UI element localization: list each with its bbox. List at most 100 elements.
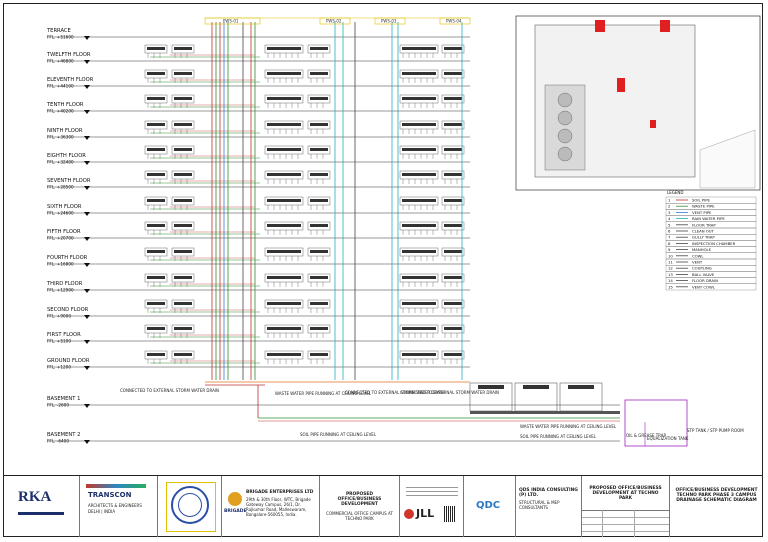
fixture-block [171, 299, 195, 309]
fixture-block [264, 196, 304, 206]
fixture-label-bar [402, 276, 436, 279]
legend-code: 2 [668, 204, 671, 209]
fixture-block [307, 221, 331, 231]
fixture-block [264, 273, 304, 283]
legend-label: COUPLING [692, 266, 712, 271]
fixture-block [307, 299, 331, 309]
legend-code: 1 [668, 198, 671, 203]
floor-name: SEVENTH FLOOR [47, 178, 91, 184]
fixture-label-bar [402, 72, 436, 75]
fixture-block [441, 350, 465, 360]
fixture-label-bar [267, 123, 301, 126]
floor-name: GROUND FLOOR [47, 358, 90, 364]
legend-code: 11 [668, 260, 673, 265]
fixture-label-bar [444, 199, 462, 202]
floor-level: FFL. -6400 [47, 439, 69, 444]
fixture-block [441, 44, 465, 54]
fixture-block [144, 94, 168, 104]
fixture-label-bar [310, 148, 328, 151]
seal-cell [158, 476, 222, 537]
floor-name: TENTH FLOOR [46, 102, 84, 108]
fixture-label-bar [402, 353, 436, 356]
fixture-block [171, 247, 195, 257]
legend-code: 10 [668, 253, 673, 258]
client-address: 29th & 30th Floor, WTC, Brigade Gateway … [246, 497, 311, 517]
fixture-label-bar [310, 224, 328, 227]
fixture-block [441, 247, 465, 257]
fixture-block [144, 350, 168, 360]
note-soil-pipe-2: SOIL PIPE RUNNING AT CEILING LEVEL [520, 434, 597, 439]
fixture-label-bar [310, 327, 328, 330]
floor-level: FFL. +20700 [47, 236, 74, 241]
project-title: PROPOSED OFFICE/BUSINESS DEVELOPMENT [337, 492, 382, 507]
drawing-name-cell: OFFICE/BUSINESS DEVELOPMENT TECHNO PARK … [670, 476, 763, 537]
fixture-block [264, 94, 304, 104]
fixture-block [399, 145, 439, 155]
legend-row [665, 283, 757, 291]
fixture-block [171, 273, 195, 283]
fixture-label-bar [444, 47, 462, 50]
drawing-title: PROPOSED OFFICE/BUSINESS DEVELOPMENT AT … [589, 486, 662, 501]
fixture-block [264, 44, 304, 54]
level-marker-icon [84, 289, 90, 293]
fixture-block [441, 69, 465, 79]
fixture-label-bar [267, 276, 301, 279]
floor-level: FFL. +9000 [47, 314, 71, 319]
fixture-block [399, 44, 439, 54]
fixture-block [441, 170, 465, 180]
fixture-block [307, 273, 331, 283]
legend-code: 7 [668, 235, 671, 240]
floor-level: FFL. -2600 [47, 403, 69, 408]
fixture-label-bar [174, 276, 192, 279]
fixture-block [144, 170, 168, 180]
fixture-label-bar [174, 199, 192, 202]
revision-table [582, 510, 669, 532]
fixture-block [307, 170, 331, 180]
level-marker-icon [84, 186, 90, 190]
consultant-line-1: ARCHITECTS & ENGINEERS [88, 503, 142, 508]
fixture-block [399, 221, 439, 231]
floor-level: FFL. +1200 [47, 365, 71, 370]
fixture-block [171, 221, 195, 231]
client-logo-text: BRIGADE [224, 509, 247, 514]
fixture-label-bar [402, 199, 436, 202]
fixture-label-bar [147, 173, 165, 176]
key-plan-site-edge [699, 129, 756, 189]
key-plan-column [557, 110, 573, 126]
fixture-label-bar [147, 302, 165, 305]
fixture-label-bar [147, 199, 165, 202]
fixture-block [399, 273, 439, 283]
logo-cell-consultant: TRANSCON ARCHITECTS & ENGINEERS DELHI | … [80, 476, 158, 537]
fixture-label-bar [444, 250, 462, 253]
fixture-block [441, 324, 465, 334]
floor-name: NINTH FLOOR [47, 128, 83, 134]
floor-name: THIRD FLOOR [46, 281, 83, 287]
fixture-label-bar [267, 224, 301, 227]
legend-label: GULLY TRAP [692, 235, 715, 240]
fixture-block [441, 120, 465, 130]
floor-name: EIGHTH FLOOR [47, 153, 86, 159]
fixture-block [171, 350, 195, 360]
fixture-label-bar [310, 353, 328, 356]
fixture-block [264, 145, 304, 155]
fixture-label-bar [267, 302, 301, 305]
fixture-label-bar [402, 173, 436, 176]
floor-level: FFL. +12900 [47, 288, 74, 293]
note-waste-pipe: WASTE WATER PIPE RUNNING AT CEILING LEVE… [275, 391, 372, 396]
level-marker-icon [84, 110, 90, 114]
fixture-label-bar [310, 72, 328, 75]
floor-name: SIXTH FLOOR [47, 204, 82, 210]
fixture-label-bar [402, 224, 436, 227]
fixture-label-bar [444, 327, 462, 330]
fixture-label-bar [174, 173, 192, 176]
legend-code: 13 [668, 272, 673, 277]
client-cell: BRIGADE BRIGADE ENTERPRISES LTD 29th & 3… [222, 476, 320, 537]
shaft-label: PWS-03 [381, 19, 397, 24]
legend-label: FLOOR TRAP [692, 222, 716, 227]
fixture-block [264, 170, 304, 180]
fixture-label-bar [444, 224, 462, 227]
seal-highlight-box [166, 482, 216, 532]
key-plan-marker [660, 20, 670, 32]
logo-cell-rka: RKA [4, 476, 80, 537]
